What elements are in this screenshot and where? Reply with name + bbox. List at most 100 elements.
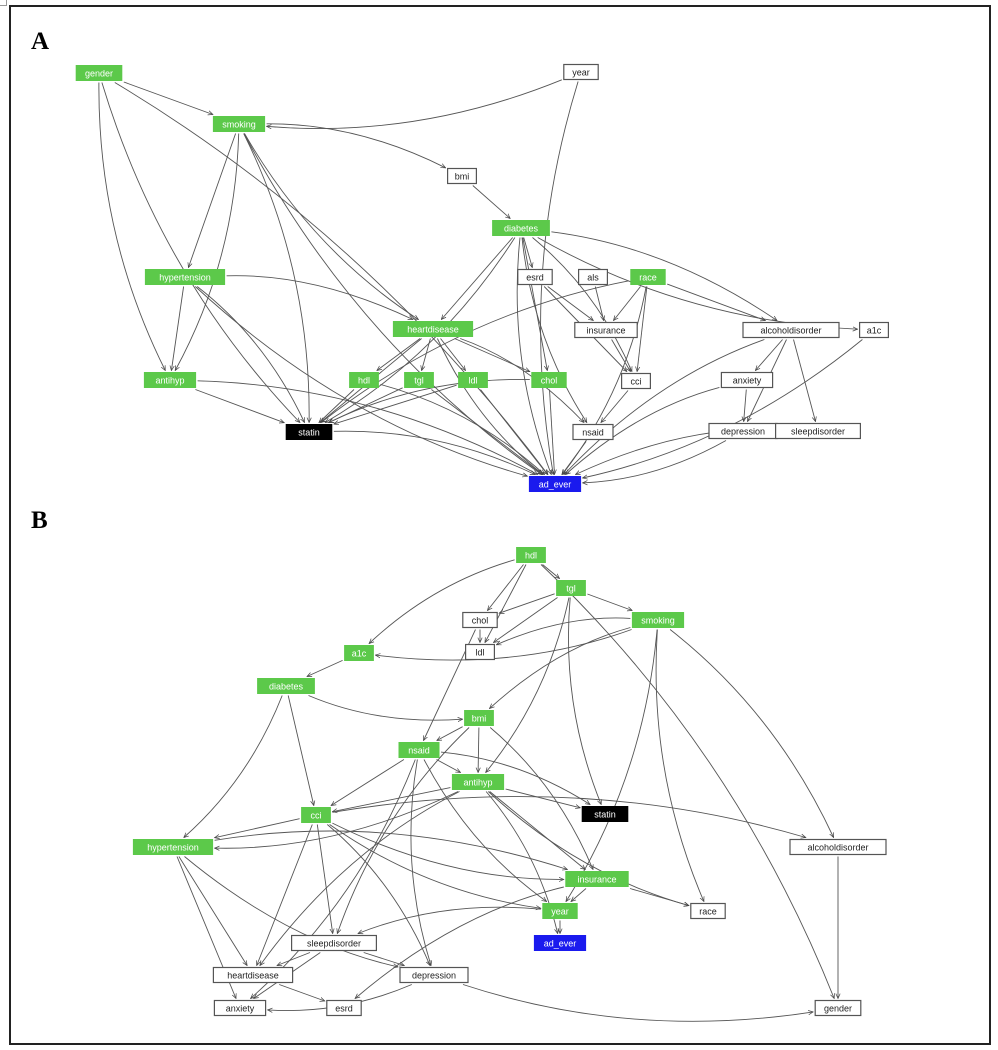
- node-box-smoking: [631, 612, 685, 628]
- edge-year-to-smoking: [267, 79, 562, 129]
- node-box-diabetes: [257, 678, 315, 694]
- edge-nsaid-to-antihyp: [436, 759, 461, 773]
- node-year: year: [542, 903, 578, 919]
- edge-diabetes-to-statin: [325, 237, 516, 423]
- node-label-anxiety: anxiety: [226, 1004, 255, 1014]
- node-year: year: [563, 63, 599, 81]
- edge-smoking-to-hypertension: [188, 133, 237, 268]
- edge-tgl-to-chol: [499, 593, 555, 613]
- node-label-smoking: smoking: [641, 616, 675, 626]
- node-label-smoking: smoking: [222, 120, 256, 130]
- node-ldl: ldl: [458, 372, 488, 388]
- node-ad_ever: ad_ever: [528, 476, 582, 492]
- node-box-statin: [285, 424, 333, 440]
- node-box-gender: [814, 999, 862, 1017]
- node-cci: cci: [620, 372, 651, 390]
- node-label-anxiety: anxiety: [733, 376, 762, 386]
- figure-frame: [9, 5, 991, 1045]
- node-label-chol: chol: [541, 376, 558, 386]
- edge-smoking-to-a1c: [375, 629, 632, 661]
- edge-nsaid-to-year: [423, 759, 547, 902]
- panel-label-a: A: [31, 28, 49, 55]
- edge-tgl-to-ad_ever: [431, 389, 542, 475]
- node-box-alcoholdisorder: [742, 321, 840, 339]
- node-statin: statin: [581, 806, 629, 822]
- edge-cci-to-nsaid: [601, 390, 629, 423]
- node-bmi: bmi: [464, 710, 494, 726]
- node-label-statin: statin: [298, 428, 320, 438]
- node-label-ad_ever: ad_ever: [544, 939, 577, 949]
- node-box-ad_ever: [528, 476, 582, 492]
- edge-year-to-sleepdisorder: [358, 906, 541, 933]
- edge-heartdisease-to-hdl: [377, 338, 421, 371]
- edge-diabetes-to-heartdisease: [441, 237, 514, 320]
- edge-antihyp-to-heartdisease: [260, 791, 460, 966]
- node-cci: cci: [301, 807, 331, 823]
- edge-cci-to-alcoholdisorder: [332, 796, 805, 838]
- node-sleepdisorder: sleepdisorder: [291, 934, 378, 952]
- edge-cci-to-heartdisease: [257, 824, 313, 966]
- node-box-race: [690, 902, 726, 920]
- panel-label-b: B: [31, 507, 48, 534]
- node-depression: depression: [399, 966, 469, 984]
- edge-cci-to-depression: [327, 824, 430, 966]
- edge-bmi-to-antihyp: [478, 727, 479, 773]
- edge-antihyp-to-insurance: [489, 791, 586, 870]
- edge-smoking-to-bmi: [266, 123, 446, 169]
- node-label-hdl: hdl: [358, 376, 370, 386]
- edge-diabetes-to-nsaid: [521, 237, 587, 423]
- edge-bmi-to-sleepdisorder: [337, 727, 470, 934]
- node-esrd: esrd: [517, 268, 553, 286]
- edge-insurance-to-race: [629, 888, 689, 906]
- edge-smoking-to-alcoholdisorder: [669, 629, 835, 838]
- node-box-sleepdisorder: [774, 422, 861, 440]
- node-label-esrd: esrd: [526, 273, 544, 283]
- edge-diabetes-to-ad_ever: [516, 237, 551, 475]
- edge-statin-to-ad_ever: [333, 430, 535, 475]
- edge-depression-to-gender: [462, 984, 813, 1022]
- edge-sleepdisorder-to-depression: [363, 952, 405, 966]
- node-box-nsaid: [398, 742, 440, 758]
- edge-anxiety-to-ad_ever: [566, 386, 720, 474]
- node-label-ldl: ldl: [475, 648, 484, 658]
- edge-alcoholdisorder-to-ad_ever: [564, 339, 765, 475]
- node-gender: gender: [75, 65, 123, 81]
- edge-hypertension-to-depression: [184, 856, 399, 967]
- edge-heartdisease-to-tgl: [422, 338, 431, 371]
- node-box-ldl: [458, 372, 488, 388]
- node-label-heartdisease: heartdisease: [227, 971, 279, 981]
- edge-diabetes-to-bmi: [308, 695, 463, 721]
- node-box-cci: [301, 807, 331, 823]
- node-alcoholdisorder: alcoholdisorder: [742, 321, 840, 339]
- node-box-ad_ever: [533, 935, 587, 951]
- node-anxiety: anxiety: [720, 371, 774, 389]
- edge-tgl-to-statin: [568, 597, 601, 805]
- node-box-year: [563, 63, 599, 81]
- node-box-hdl: [516, 547, 546, 563]
- node-label-year: year: [572, 68, 590, 78]
- edge-smoking-to-antihyp: [175, 133, 240, 371]
- edge-tgl-to-antihyp: [486, 597, 570, 773]
- edge-nsaid-to-depression: [410, 759, 431, 966]
- node-hypertension: hypertension: [132, 839, 214, 855]
- node-antihyp: antihyp: [143, 372, 197, 388]
- node-box-bmi: [464, 710, 494, 726]
- node-label-bmi: bmi: [472, 714, 487, 724]
- node-box-cci: [620, 372, 651, 390]
- edge-diabetes-to-cci: [532, 237, 633, 372]
- node-antihyp: antihyp: [451, 774, 505, 790]
- node-box-depression: [399, 966, 469, 984]
- node-label-sleepdisorder: sleepdisorder: [307, 939, 361, 949]
- edge-chol-to-nsaid: [423, 629, 476, 741]
- edge-race-to-insurance: [614, 286, 641, 321]
- edge-hdl-to-a1c: [369, 559, 515, 644]
- edge-a1c-to-ad_ever: [583, 339, 863, 479]
- node-label-alcoholdisorder: alcoholdisorder: [807, 843, 868, 853]
- edge-smoking-to-heartdisease: [244, 133, 419, 320]
- node-depression: depression: [708, 422, 778, 440]
- edge-smoking-to-ldl: [496, 617, 631, 646]
- edge-hypertension-to-heartdisease: [178, 856, 247, 966]
- node-ldl: ldl: [465, 643, 496, 661]
- edge-heartdisease-to-ldl: [440, 338, 466, 371]
